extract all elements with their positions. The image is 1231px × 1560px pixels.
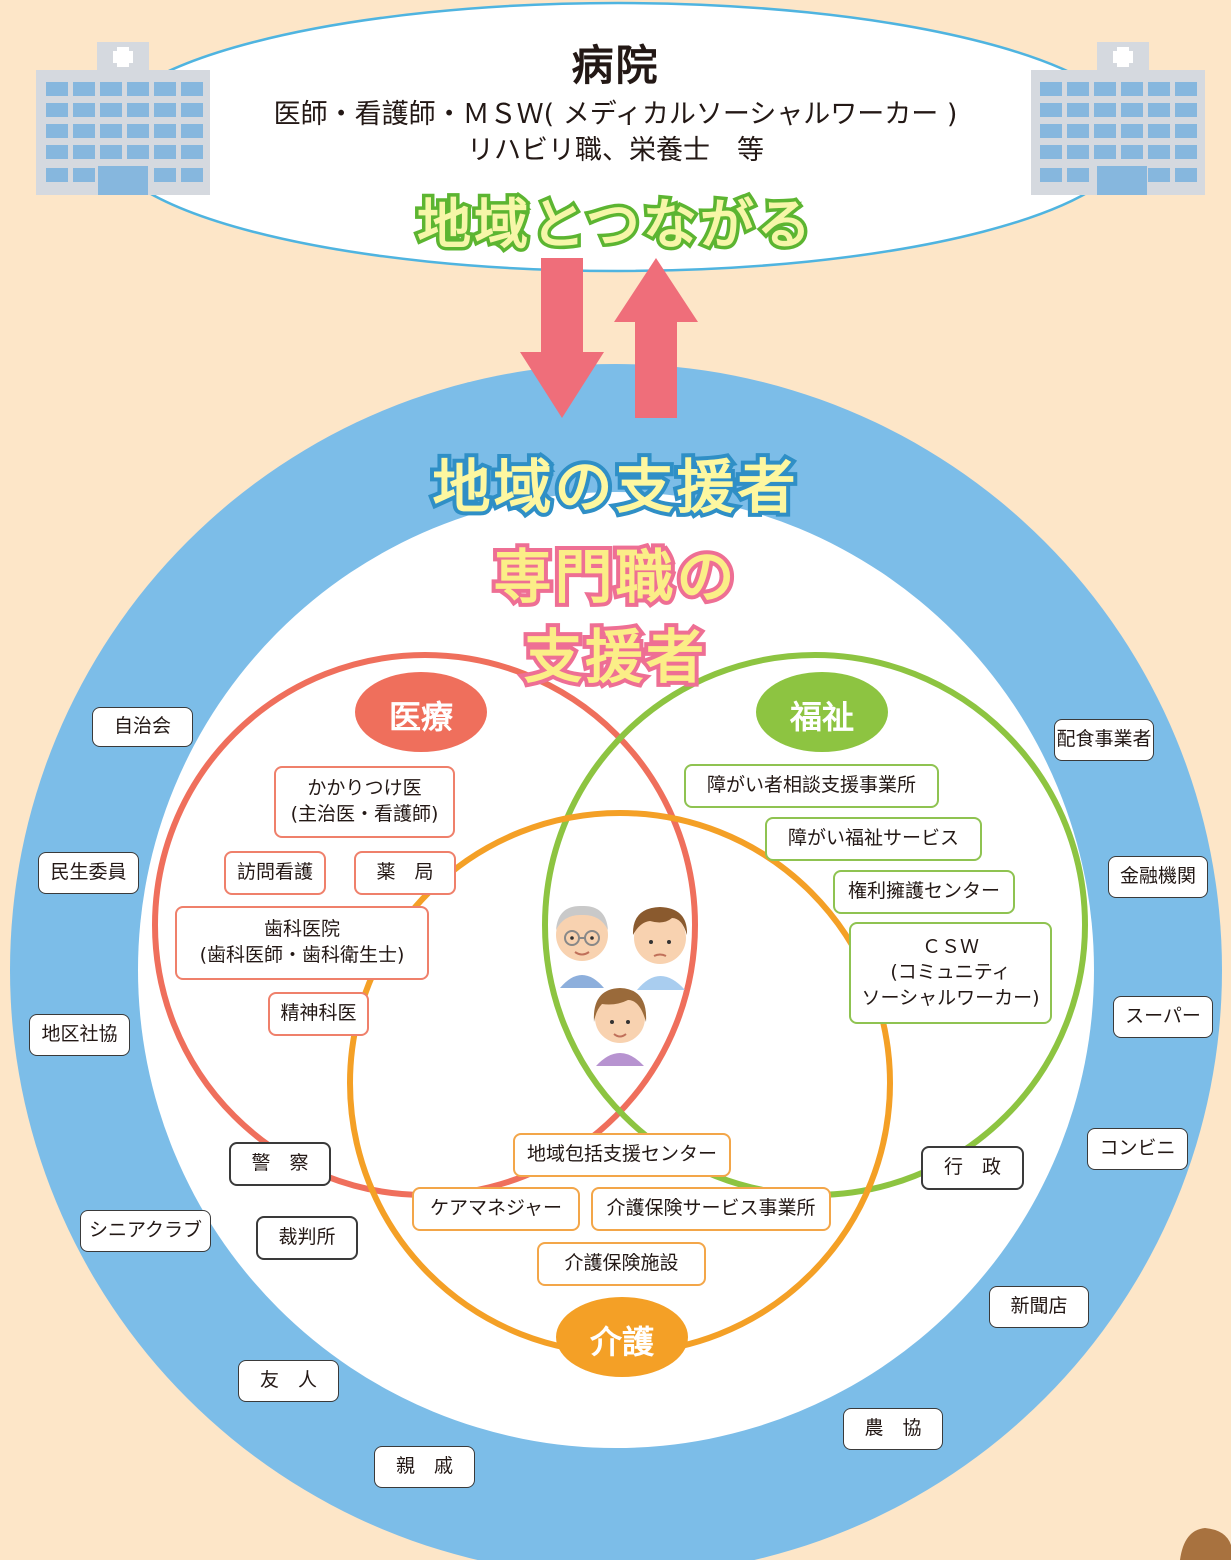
care-label-oval [556,1297,688,1377]
professional-title-line2: 支援者 [520,619,708,695]
inner-item-court: 裁判所 [256,1216,358,1260]
item-line: かかりつけ医 [307,777,422,800]
care-item-care-manager: ケアマネジャー [412,1187,580,1231]
item-line: 友 人 [259,1369,317,1392]
item-line: 裁判所 [278,1226,336,1249]
ring-item-supermarket: スーパー [1113,996,1213,1038]
medical-item-visiting-nurse: 訪問看護 [224,851,326,895]
item-line: 障がい福祉サービス [787,827,959,850]
ring-item-welfare-commissioner: 民生委員 [38,852,139,894]
item-line: ケアマネジャー [429,1197,563,1220]
welfare-label-oval [756,672,888,752]
item-line: 配食事業者 [1056,728,1152,751]
medical-item-pharmacy: 薬 局 [354,851,456,895]
item-line: スーパー [1125,1005,1201,1028]
inner-item-police: 警 察 [229,1142,331,1186]
welfare-item-disability-service: 障がい福祉サービス [765,817,982,861]
item-line: 介護保険サービス事業所 [606,1197,816,1220]
item-line: 地域包括支援センター [526,1143,717,1166]
ring-item-agricultural-coop: 農 協 [843,1408,943,1450]
arrow-up-icon [614,258,698,418]
item-line: 行 政 [943,1156,1001,1179]
item-line: 介護保険施設 [564,1252,679,1275]
medical-label: 医療 [388,698,453,736]
hospital-staff-line2: リハビリ職、栄養士 等 [467,135,764,166]
man-icon [632,907,688,990]
medical-item-psychiatrist: 精神科医 [268,992,369,1036]
hospital-staff-line1: 医師・看護師・ＭＳＷ( メディカルソーシャルワーカー ) [273,99,958,130]
ring-item-district-council: 地区社協 [29,1014,130,1056]
ring-item-relatives: 親 戚 [374,1446,475,1488]
medical-item-dental-clinic: 歯科医院 (歯科医師・歯科衛生士) [175,906,429,980]
ring-item-senior-club: シニアクラブ [80,1210,211,1252]
item-line: 新聞店 [1010,1295,1068,1318]
ring-item-neighborhood-association: 自治会 [92,707,193,747]
medical-label-oval [355,672,487,752]
care-item-community-support-center: 地域包括支援センター [513,1133,731,1177]
item-line: 訪問看護 [236,861,313,884]
woman-icon [593,988,647,1066]
item-line: 警 察 [251,1152,309,1175]
hospital-building-right-icon [1031,42,1205,195]
item-line: (主治医・看護師) [290,803,439,825]
item-line: 薬 局 [376,861,434,884]
local-supporters-title: 地域の支援者 [428,449,799,525]
item-line: 農 協 [864,1417,922,1440]
arrow-down-icon [520,258,604,418]
item-line: ＣＳＷ [921,935,979,958]
item-line: 金融機関 [1119,865,1196,888]
item-line: 精神科医 [280,1002,357,1025]
item-line: 地区社協 [41,1023,118,1046]
item-line: 権利擁護センター [847,880,1000,903]
item-line: 親 戚 [395,1455,453,1478]
item-line: (コミュニティ [890,961,1011,984]
connect-title: 地域とつながる [414,190,815,260]
welfare-label: 福祉 [789,698,854,736]
welfare-item-csw: ＣＳＷ (コミュニティ ソーシャルワーカー) [849,922,1052,1024]
ring-item-meal-delivery: 配食事業者 [1054,719,1154,761]
ring-item-friends: 友 人 [238,1360,339,1402]
item-line: 歯科医院 [263,918,340,941]
item-line: 障がい者相談支援事業所 [706,774,916,797]
inner-item-administration: 行 政 [921,1146,1024,1190]
item-line: コンビニ [1099,1137,1176,1160]
item-line: ソーシャルワーカー) [861,986,1040,1009]
welfare-item-rights-advocacy-center: 権利擁護センター [833,870,1015,914]
elderly-man-icon [556,905,608,988]
hospital-title: 病院 [571,41,660,90]
ring-item-convenience-store: コンビニ [1087,1128,1188,1170]
item-line: 民生委員 [50,861,127,884]
professional-title-line1: 専門職の [489,539,738,615]
hospital-building-left-icon [36,42,210,195]
mascot-icon [1180,1528,1231,1560]
item-line: シニアクラブ [88,1219,203,1242]
ring-item-financial-institution: 金融機関 [1108,856,1208,898]
ring-item-newspaper-shop: 新聞店 [989,1286,1089,1328]
care-item-care-insurance-office: 介護保険サービス事業所 [591,1187,831,1231]
care-label: 介護 [589,1323,654,1361]
item-line: 自治会 [113,715,171,738]
item-line: (歯科医師・歯科衛生士) [199,944,405,966]
medical-item-family-doctor: かかりつけ医 (主治医・看護師) [274,766,455,838]
welfare-item-disability-consultation: 障がい者相談支援事業所 [684,764,939,808]
care-item-care-insurance-facility: 介護保険施設 [537,1242,706,1286]
